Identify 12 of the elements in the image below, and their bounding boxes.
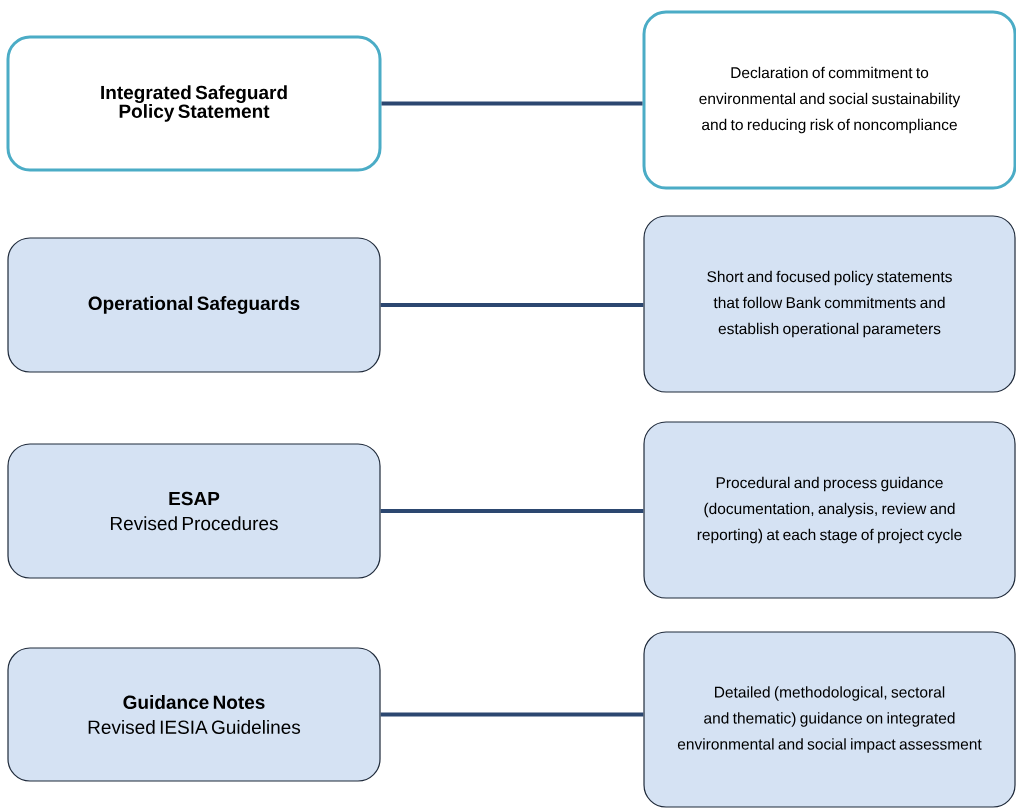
process-box: Guidance Notes Revised IESIA Guidelines <box>7 647 381 782</box>
connector-line <box>381 101 643 106</box>
connector-line <box>380 712 644 717</box>
process-box: Declaration of commitment to environmental and social sustainability and to reducing risk of noncompliance <box>642 10 1016 190</box>
process-box: Integrated Safeguard Policy Statement <box>6 35 382 172</box>
connector-line <box>380 303 644 307</box>
process-box: Procedural and process guidance (documentation, analysis, review and reporting) at each stage of project cycle <box>643 421 1016 599</box>
process-box: Short and focused policy statements that follow Bank commitments and establish operational parameters <box>643 215 1016 393</box>
process-box: Operational Safeguards <box>7 237 381 373</box>
connector-line <box>380 509 644 513</box>
process-box: ESAP Revised Procedures <box>7 443 381 579</box>
process-box: Detailed (methodological, sectoral and thematic) guidance on integrated environmental and social impact assessment <box>643 631 1016 808</box>
